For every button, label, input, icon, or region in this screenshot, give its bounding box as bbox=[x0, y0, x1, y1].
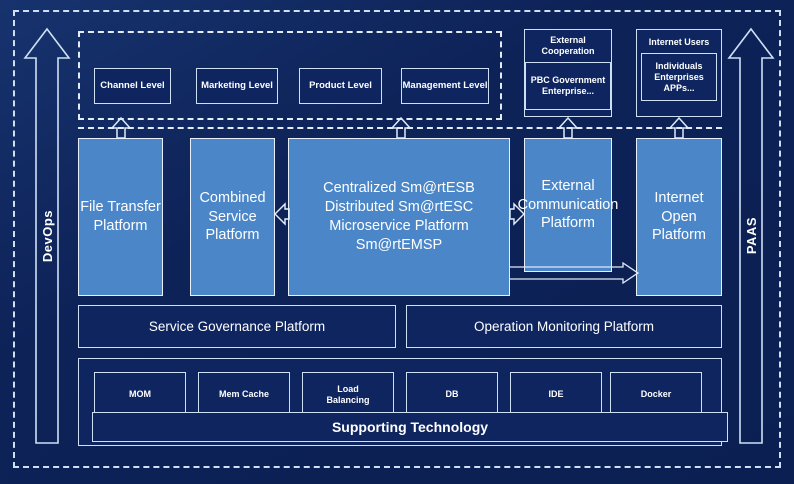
operation-monitoring-platform[interactable]: Operation Monitoring Platform bbox=[406, 305, 722, 348]
supporting-component-ide[interactable]: IDE bbox=[510, 372, 602, 417]
business-level-management-label: Management Level bbox=[402, 80, 488, 92]
service-governance-platform-label: Service Governance Platform bbox=[148, 318, 326, 334]
platform-centralized-esb[interactable]: Centralized Sm@rtESB Distributed Sm@rtES… bbox=[288, 138, 510, 296]
supporting-component-ide-label: IDE bbox=[548, 389, 564, 400]
devops-arrow: DevOps bbox=[23, 26, 71, 446]
business-level-management[interactable]: Management Level bbox=[401, 68, 489, 104]
business-level-channel[interactable]: Channel Level bbox=[94, 68, 171, 104]
paas-arrow-label: PAAS bbox=[743, 217, 759, 255]
external-cooperation-inner-label: PBC Government Enterprise... bbox=[530, 74, 606, 96]
platform-combined-service[interactable]: Combined Service Platform bbox=[190, 138, 275, 296]
supporting-technology-bar[interactable]: Supporting Technology bbox=[92, 412, 728, 442]
supporting-component-docker-label: Docker bbox=[640, 389, 672, 400]
paas-arrow-label-wrap: PAAS bbox=[727, 26, 775, 446]
platform-file-transfer-label: File Transfer Platform bbox=[80, 199, 161, 234]
arrow-centralized-to-external bbox=[509, 201, 525, 227]
external-cooperation-box[interactable]: External Cooperation PBC Government Ente… bbox=[524, 29, 612, 117]
platform-external-communication-label: External Communication Platform bbox=[517, 177, 619, 232]
supporting-component-load-balancing[interactable]: Load Balancing bbox=[302, 372, 394, 417]
supporting-component-mem-cache-label: Mem Cache bbox=[218, 389, 270, 400]
service-governance-platform[interactable]: Service Governance Platform bbox=[78, 305, 396, 348]
devops-arrow-label-wrap: DevOps bbox=[23, 26, 71, 446]
supporting-component-mem-cache[interactable]: Mem Cache bbox=[198, 372, 290, 417]
platform-combined-service-label: Combined Service Platform bbox=[199, 189, 266, 244]
arrow-centralized-to-internet-open bbox=[509, 262, 639, 284]
supporting-component-load-balancing-label: Load Balancing bbox=[326, 383, 370, 405]
outer-boundary bbox=[13, 10, 781, 468]
business-level-channel-label: Channel Level bbox=[100, 80, 165, 92]
platform-internet-open-label: Internet Open Platform bbox=[652, 189, 706, 244]
business-level-product-label: Product Level bbox=[309, 80, 372, 92]
operation-monitoring-platform-label: Operation Monitoring Platform bbox=[473, 318, 655, 334]
platform-external-communication[interactable]: External Communication Platform bbox=[518, 138, 618, 272]
supporting-component-db-label: DB bbox=[445, 389, 459, 400]
business-levels-group bbox=[78, 31, 502, 120]
platform-centralized-esb-label: Centralized Sm@rtESB Distributed Sm@rtES… bbox=[323, 180, 475, 253]
business-level-marketing[interactable]: Marketing Level bbox=[196, 68, 278, 104]
internet-users-inner: Individuals Enterprises APPs... bbox=[641, 53, 717, 102]
business-level-marketing-label: Marketing Level bbox=[201, 80, 273, 92]
supporting-technology-bar-label: Supporting Technology bbox=[331, 418, 489, 435]
supporting-component-db[interactable]: DB bbox=[406, 372, 498, 417]
internet-users-title: Internet Users bbox=[648, 37, 710, 47]
devops-arrow-label: DevOps bbox=[39, 209, 55, 263]
arrow-centralized-to-combined bbox=[274, 201, 290, 227]
paas-arrow: PAAS bbox=[727, 26, 775, 446]
tier-separator bbox=[78, 127, 722, 129]
platform-file-transfer[interactable]: File Transfer Platform bbox=[78, 138, 163, 296]
platform-internet-open[interactable]: Internet Open Platform bbox=[636, 138, 722, 296]
supporting-component-mom[interactable]: MOM bbox=[94, 372, 186, 417]
supporting-component-mom-label: MOM bbox=[129, 389, 151, 400]
business-level-product[interactable]: Product Level bbox=[299, 68, 382, 104]
external-cooperation-inner: PBC Government Enterprise... bbox=[525, 61, 611, 110]
internet-users-box[interactable]: Internet Users Individuals Enterprises A… bbox=[636, 29, 722, 117]
external-cooperation-title: External Cooperation bbox=[541, 35, 595, 57]
internet-users-inner-label: Individuals Enterprises APPs... bbox=[654, 61, 704, 93]
supporting-component-docker[interactable]: Docker bbox=[610, 372, 702, 417]
